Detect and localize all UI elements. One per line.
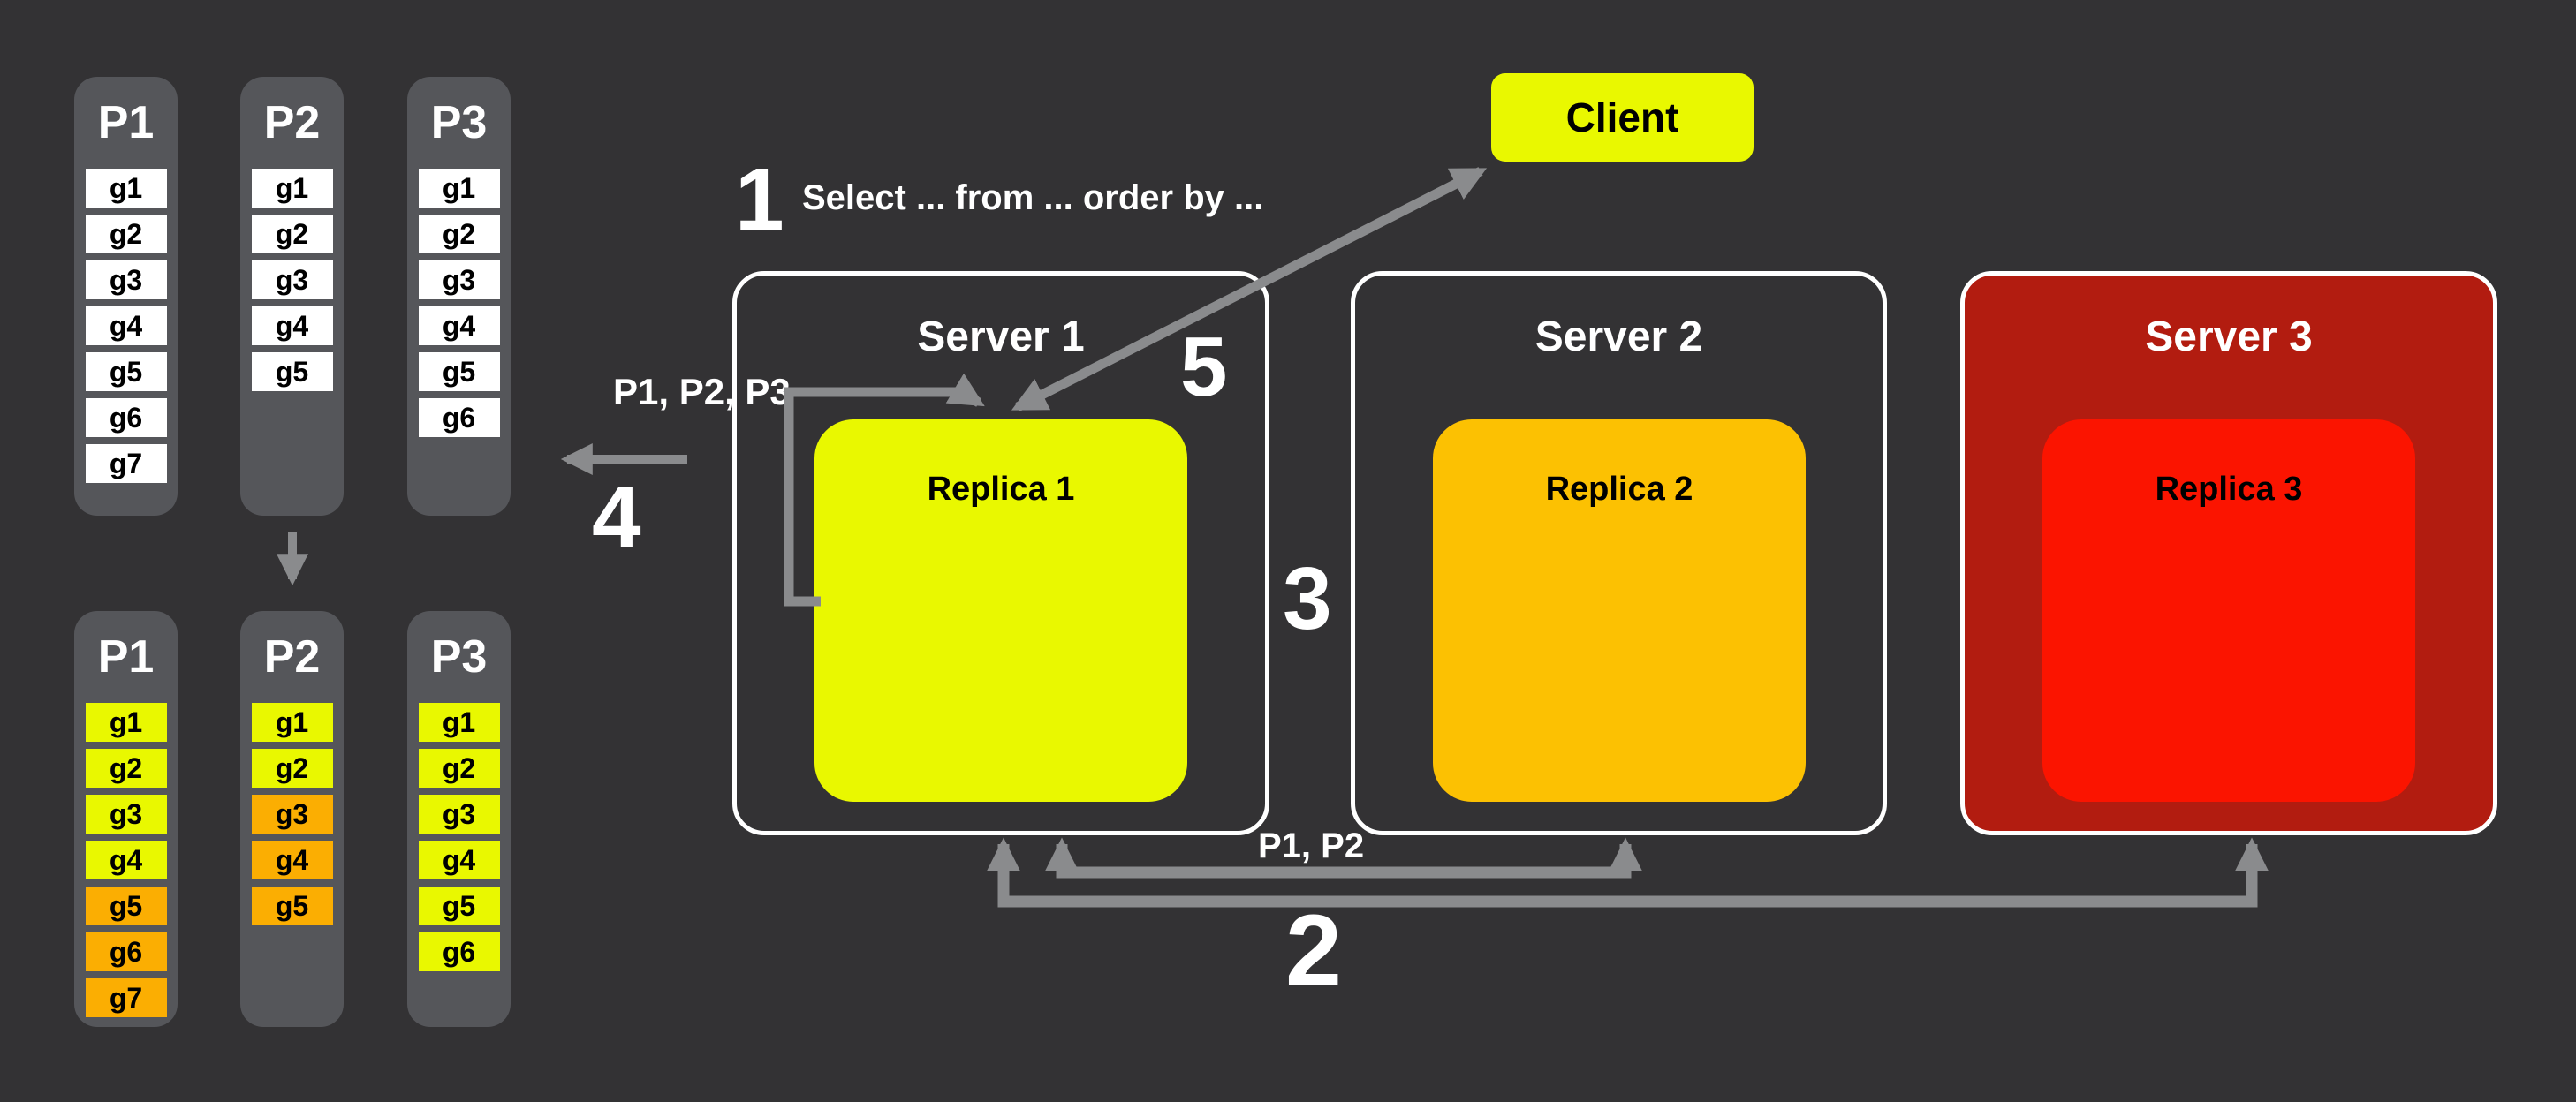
- step-5-number: 5: [1180, 320, 1228, 414]
- group-box: g5: [85, 887, 167, 925]
- replica-1-box: Replica 1: [814, 419, 1187, 802]
- group-box: g5: [85, 352, 167, 391]
- group-box: g1: [85, 703, 167, 742]
- group-box: g1: [251, 703, 333, 742]
- partition-column-p1-unsorted: P1 g1 g2 g3 g4 g5 g6 g7: [74, 77, 178, 516]
- group-box: g4: [418, 306, 500, 345]
- partition-title: P1: [97, 97, 155, 148]
- group-box: g4: [251, 841, 333, 879]
- group-box: g3: [85, 260, 167, 299]
- group-box: g3: [251, 260, 333, 299]
- partition-column-p2-unsorted: P2 g1 g2 g3 g4 g5: [240, 77, 344, 516]
- group-box: g5: [251, 352, 333, 391]
- step-1-query-text: Select ... from ... order by ...: [802, 178, 1264, 217]
- group-box: g3: [85, 795, 167, 834]
- server-3-title: Server 3: [2145, 313, 2313, 360]
- partition-title: P3: [430, 631, 488, 683]
- group-box: g6: [418, 398, 500, 437]
- group-box: g2: [85, 749, 167, 788]
- replica-2-box: Replica 2: [1433, 419, 1806, 802]
- group-box: g1: [251, 169, 333, 208]
- partition-column-p2-sorted: P2 g1 g2 g3 g4 g5: [240, 611, 344, 1027]
- group-box: g7: [85, 444, 167, 483]
- partition-title: P3: [430, 97, 488, 148]
- partition-title: P2: [263, 97, 321, 148]
- server-3-box: Server 3 Replica 3: [1960, 271, 2497, 835]
- group-box: g1: [418, 703, 500, 742]
- label-server1-to-server2: P1, P2: [1258, 826, 1365, 865]
- group-box: g3: [251, 795, 333, 834]
- partition-title: P2: [263, 631, 321, 683]
- group-box: g5: [418, 352, 500, 391]
- group-box: g2: [85, 215, 167, 253]
- server-2-box: Server 2 Replica 2: [1351, 271, 1887, 835]
- group-box: g5: [418, 887, 500, 925]
- partition-column-p1-sorted: P1 g1 g2 g3 g4 g5 g6 g7: [74, 611, 178, 1027]
- group-box: g2: [251, 749, 333, 788]
- replica-3-box: Replica 3: [2042, 419, 2415, 802]
- group-box: g2: [418, 215, 500, 253]
- group-box: g6: [418, 932, 500, 971]
- label-partitions-to-server1: P1, P2, P3: [613, 371, 791, 412]
- group-box: g4: [251, 306, 333, 345]
- partition-title: P1: [97, 631, 155, 683]
- group-box: g4: [85, 841, 167, 879]
- partition-column-p3-unsorted: P3 g1 g2 g3 g4 g5 g6: [407, 77, 511, 516]
- group-box: g1: [418, 169, 500, 208]
- group-box: g2: [418, 749, 500, 788]
- group-box: g4: [418, 841, 500, 879]
- group-box: g4: [85, 306, 167, 345]
- group-box: g6: [85, 932, 167, 971]
- step-1-number: 1: [735, 150, 784, 249]
- step-4-number: 4: [592, 468, 641, 567]
- arrow-server1-server3-bracket: [987, 837, 2269, 908]
- client-box: Client: [1491, 73, 1754, 162]
- group-box: g1: [85, 169, 167, 208]
- step-3-number: 3: [1283, 549, 1332, 648]
- group-box: g6: [85, 398, 167, 437]
- partition-column-p3-sorted: P3 g1 g2 g3 g4 g5 g6: [407, 611, 511, 1027]
- group-box: g3: [418, 795, 500, 834]
- group-box: g3: [418, 260, 500, 299]
- group-box: g7: [85, 978, 167, 1017]
- group-box: g2: [251, 215, 333, 253]
- group-box: g5: [251, 887, 333, 925]
- step-2-number: 2: [1285, 894, 1342, 1008]
- server-2-title: Server 2: [1534, 313, 1703, 360]
